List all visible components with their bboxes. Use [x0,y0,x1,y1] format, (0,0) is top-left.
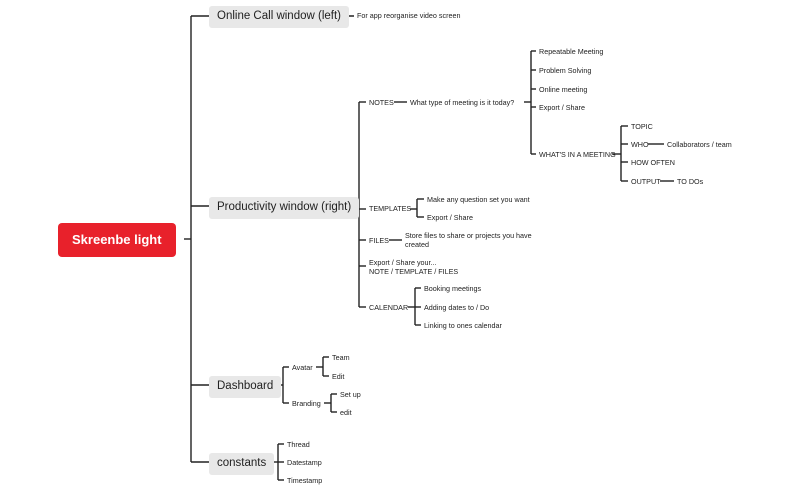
avatar-edit[interactable]: Edit [332,372,345,381]
branding-node[interactable]: Branding [292,399,321,408]
calendar-adding-dates[interactable]: Adding dates to / Do [424,303,490,312]
branch-dashboard[interactable]: Dashboard [209,376,282,398]
avatar-team[interactable]: Team [332,353,350,362]
files-description-line2: created [405,239,429,249]
files-node[interactable]: FILES [369,236,389,245]
notes-node[interactable]: NOTES [369,98,394,107]
constant-datestamp[interactable]: Datestamp [287,458,322,467]
constant-thread[interactable]: Thread [287,440,310,449]
how-often-node[interactable]: HOW OFTEN [631,158,675,167]
meeting-type-problem-solving[interactable]: Problem Solving [539,66,592,75]
templates-node[interactable]: TEMPLATES [369,204,412,213]
constant-timestamp[interactable]: Timestamp [287,476,323,485]
export-share-node[interactable]: Export / Share your... NOTE / TEMPLATE /… [366,257,461,278]
meeting-type-online[interactable]: Online meeting [539,85,588,94]
branding-setup[interactable]: Set up [340,390,361,399]
calendar-node[interactable]: CALENDAR [369,303,409,312]
template-export-share[interactable]: Export / Share [427,213,473,222]
todos-node[interactable]: TO DOs [677,177,704,186]
branch-online-call[interactable]: Online Call window (left) [209,6,349,28]
output-node[interactable]: OUTPUT [631,177,661,186]
branch-constants[interactable]: constants [209,453,275,475]
branch-productivity[interactable]: Productivity window (right) [209,197,360,219]
export-share-line1: Export / Share your... [369,258,437,267]
avatar-node[interactable]: Avatar [292,363,313,372]
calendar-booking[interactable]: Booking meetings [424,284,482,293]
template-question-set[interactable]: Make any question set you want [427,195,530,204]
meeting-type-export-share[interactable]: Export / Share [539,103,585,112]
files-description-line1: Store files to share or projects you hav… [405,231,532,240]
branding-edit[interactable]: edit [340,408,352,417]
calendar-linking[interactable]: Linking to ones calendar [424,321,502,330]
topic-node[interactable]: TOPIC [631,122,653,131]
root-node[interactable]: Skreenbe light [58,223,176,257]
meeting-type-repeatable[interactable]: Repeatable Meeting [539,47,604,56]
export-share-line2: NOTE / TEMPLATE / FILES [369,266,459,276]
files-description[interactable]: Store files to share or projects you hav… [402,230,535,251]
collaborators-node[interactable]: Collaborators / team [667,140,732,149]
whats-in-meeting-node[interactable]: WHAT'S IN A MEETING [539,150,616,159]
online-call-note[interactable]: For app reorganise video screen [357,11,461,20]
meeting-question-node[interactable]: What type of meeting is it today? [410,98,515,107]
who-node[interactable]: WHO [631,140,649,149]
